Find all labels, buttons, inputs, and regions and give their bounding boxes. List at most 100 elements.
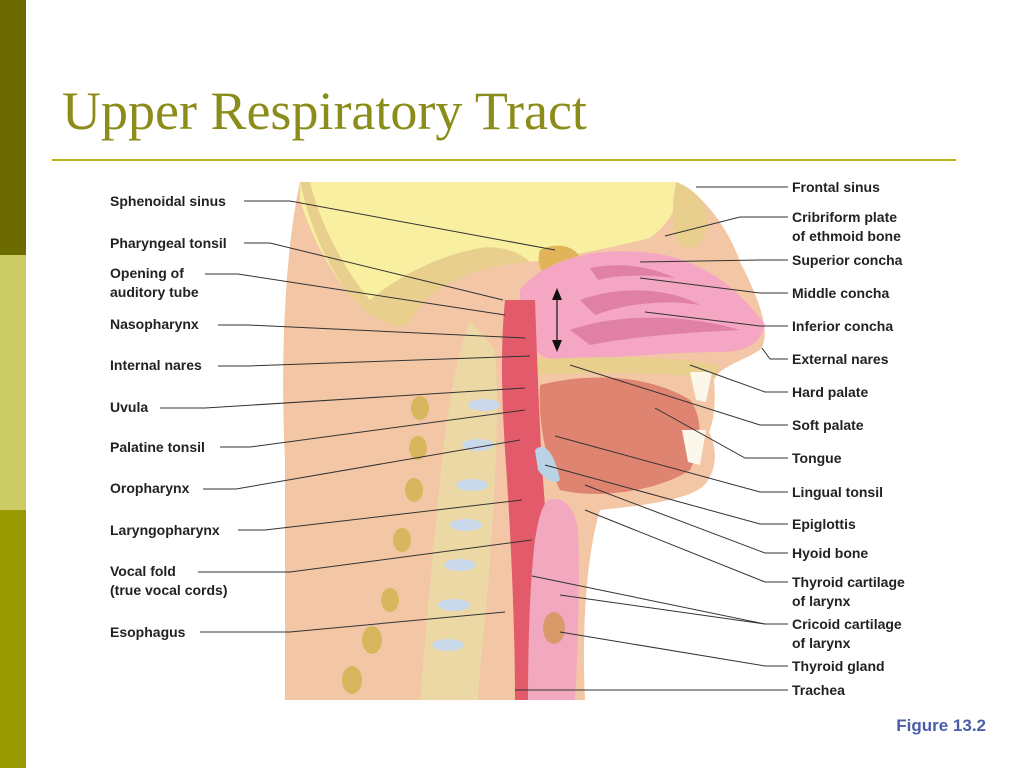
slide-title: Upper Respiratory Tract xyxy=(62,81,587,141)
vertebra xyxy=(468,399,500,411)
vertebrae xyxy=(432,399,500,651)
leader-line xyxy=(238,499,523,531)
label-line: Cribriform plate xyxy=(792,209,898,225)
label-internal-nares: Internal nares xyxy=(110,357,202,373)
leader-line xyxy=(664,216,788,237)
frontal-bone xyxy=(672,182,709,248)
leader-line xyxy=(160,387,526,409)
leader-line xyxy=(644,311,788,327)
label-nasopharynx: Nasopharynx xyxy=(110,316,199,332)
label-line: of larynx xyxy=(792,593,851,609)
sidebar-band-light xyxy=(0,255,26,510)
slide-sidebar xyxy=(0,0,26,768)
thyroid-gland xyxy=(543,612,565,644)
label-middle-concha: Middle concha xyxy=(792,285,890,301)
label-lingual-tonsil: Lingual tonsil xyxy=(792,484,883,500)
superior-concha xyxy=(590,265,675,280)
label-hard-palate: Hard palate xyxy=(792,384,869,400)
label-epiglottis: Epiglottis xyxy=(792,516,856,532)
label-palatine-tonsil: Palatine tonsil xyxy=(110,439,205,455)
spinous-process xyxy=(381,588,399,612)
leader-lines-right xyxy=(515,186,788,691)
leader-line xyxy=(220,409,526,448)
label-thyroid-cartilage: Thyroid cartilage of larynx xyxy=(792,573,905,611)
label-line: Vocal fold xyxy=(110,563,176,579)
vertebra xyxy=(456,479,488,491)
label-cricoid-cartilage: Cricoid cartilage of larynx xyxy=(792,615,902,653)
leader-line xyxy=(218,324,526,339)
label-opening-auditory-tube: Opening of auditory tube xyxy=(110,264,199,302)
vertebra xyxy=(450,519,482,531)
title-underline xyxy=(52,159,956,161)
middle-concha xyxy=(580,290,700,315)
sidebar-band-dark xyxy=(0,0,26,255)
leader-line xyxy=(639,259,788,263)
vertebra xyxy=(444,559,476,571)
upper-teeth xyxy=(690,372,712,402)
label-oropharynx: Oropharynx xyxy=(110,480,190,496)
label-line: Thyroid cartilage xyxy=(792,574,905,590)
leader-line xyxy=(544,464,788,525)
leader-line xyxy=(244,200,556,251)
epiglottis xyxy=(535,446,560,482)
spinous-process xyxy=(342,666,362,694)
leader-line xyxy=(584,484,788,554)
leader-line xyxy=(639,277,788,294)
label-tongue: Tongue xyxy=(792,450,842,466)
label-thyroid-gland: Thyroid gland xyxy=(792,658,885,674)
label-uvula: Uvula xyxy=(110,399,149,415)
spinous-process xyxy=(393,528,411,552)
vertebra xyxy=(438,599,470,611)
label-hyoid-bone: Hyoid bone xyxy=(792,545,869,561)
larynx-trachea xyxy=(528,498,579,700)
figure-reference: Figure 13.2 xyxy=(896,716,986,735)
leader-line xyxy=(244,242,504,301)
leader-line xyxy=(200,611,506,633)
nasopharynx-arrow-head-bottom xyxy=(552,340,562,352)
leader-line xyxy=(584,509,788,583)
lower-teeth xyxy=(682,430,706,465)
label-line: Opening of xyxy=(110,265,184,281)
label-external-nares: External nares xyxy=(792,351,889,367)
label-superior-concha: Superior concha xyxy=(792,252,903,268)
leader-line xyxy=(203,439,521,490)
leader-line xyxy=(218,355,531,367)
leader-line xyxy=(689,364,788,393)
leader-line xyxy=(198,539,533,573)
leader-line xyxy=(559,594,788,625)
label-sphenoidal-sinus: Sphenoidal sinus xyxy=(110,193,226,209)
label-line: (true vocal cords) xyxy=(110,582,228,598)
label-line: auditory tube xyxy=(110,284,199,300)
label-esophagus: Esophagus xyxy=(110,624,186,640)
spinous-process xyxy=(409,436,427,460)
leader-line xyxy=(569,364,788,426)
label-line: of ethmoid bone xyxy=(792,228,901,244)
hard-palate xyxy=(530,357,720,378)
label-soft-palate: Soft palate xyxy=(792,417,864,433)
label-vocal-fold: Vocal fold (true vocal cords) xyxy=(110,562,227,600)
vertebra xyxy=(462,439,494,451)
spinous-process xyxy=(405,478,423,502)
label-line: of larynx xyxy=(792,635,851,651)
label-laryngopharynx: Laryngopharynx xyxy=(110,522,220,538)
label-cribriform-plate: Cribriform plate of ethmoid bone xyxy=(792,208,901,246)
spinous-process xyxy=(362,626,382,654)
leader-line xyxy=(761,347,788,360)
spinous-processes xyxy=(342,396,429,694)
leader-line xyxy=(205,273,506,316)
label-frontal-sinus: Frontal sinus xyxy=(792,179,880,195)
label-trachea: Trachea xyxy=(792,682,845,698)
skull-bone xyxy=(300,182,530,326)
leader-line xyxy=(554,435,788,493)
label-inferior-concha: Inferior concha xyxy=(792,318,894,334)
leader-lines-left xyxy=(160,200,556,633)
leader-line xyxy=(654,407,788,459)
vertebra xyxy=(432,639,464,651)
leader-line xyxy=(559,631,788,667)
sidebar-band-mid xyxy=(0,510,26,768)
label-line: Cricoid cartilage xyxy=(792,616,902,632)
inferior-concha xyxy=(570,317,740,345)
tongue xyxy=(539,377,700,494)
spinous-process xyxy=(411,396,429,420)
